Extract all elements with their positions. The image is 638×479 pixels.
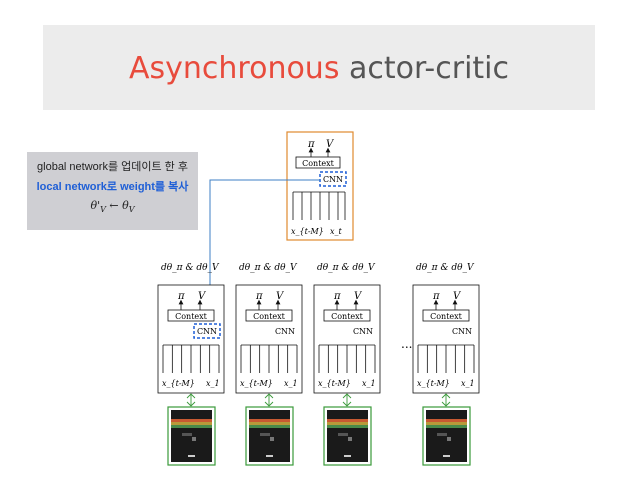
title-rest: actor-critic [349,51,509,86]
env-block [260,433,270,436]
worker-env-arrow-down [342,401,352,407]
env-block [338,433,348,436]
env-ball [348,437,352,441]
env-block [182,433,192,436]
worker-x-first: x_{t-M} [240,379,273,388]
global-network: π V Context CNN x_{t-M} x_t [286,131,354,241]
worker-v-label: V [276,291,285,302]
title-banner [43,25,595,110]
env-brick-row [249,419,290,422]
worker-frame [412,284,480,394]
worker-grad-label: dθ_π & dθ_V [317,263,376,273]
worker-grad-label: dθ_π & dθ_V [239,263,298,273]
worker-context-box [245,309,293,322]
worker-context-label: Context [331,312,364,321]
worker-context-box [167,309,215,322]
worker-v-label: V [198,291,207,302]
worker-env-arrow-down [441,401,451,407]
worker-x-last: x_1 [284,379,298,388]
env-brick-row [327,419,368,422]
env-brick-row [249,422,290,425]
env-paddle [266,455,273,457]
global-v-label: V [326,139,335,150]
worker-pi-label: π [255,291,263,302]
worker-v-label: V [354,291,363,302]
worker-env-arrow-up [441,393,451,399]
worker-cnn-label: CNN [197,327,217,336]
worker-frame [157,284,225,394]
worker-cnn-label: CNN [353,327,373,336]
worker-x-first: x_{t-M} [162,379,195,388]
worker-pi-label: π [432,291,440,302]
env-paddle [443,455,450,457]
env-block [437,433,447,436]
worker-pi-label: π [333,291,341,302]
note-box: global network를 업데이트 한 후 local network로 … [27,152,198,230]
worker-env-arrow-up [186,393,196,399]
env-ball [447,437,451,441]
note-line-3: θ'V ← θV [90,199,135,215]
env-brick-row [327,425,368,428]
worker-frame [235,284,303,394]
env-paddle [188,455,195,457]
worker-context-label: Context [175,312,208,321]
worker-cnn-label: CNN [275,327,295,336]
env-brick-row [249,425,290,428]
worker-context-box [422,309,470,322]
env-brick-row [327,422,368,425]
env-brick-row [426,422,467,425]
ellipsis: ... [401,337,412,351]
global-x-first: x_{t-M} [291,227,324,236]
note-line-1: global network를 업데이트 한 후 [37,161,188,173]
env-brick-row [171,419,212,422]
worker-v-label: V [453,291,462,302]
env-brick-row [426,419,467,422]
title-accent: Asynchronous [128,51,340,86]
worker-x-last: x_1 [362,379,376,388]
worker-env-arrow-up [342,393,352,399]
worker-x-first: x_{t-M} [417,379,450,388]
worker-env-arrow-down [264,401,274,407]
worker-cnn-highlight [193,323,221,339]
global-cnn-label: CNN [323,175,343,184]
worker-env-arrow-up [264,393,274,399]
worker-x-last: x_1 [461,379,475,388]
global-pi-label: π [307,139,315,150]
worker-x-last: x_1 [206,379,220,388]
worker-context-label: Context [253,312,286,321]
worker-grad-label: dθ_π & dθ_V [161,263,220,273]
worker-context-label: Context [430,312,463,321]
worker-pi-label: π [177,291,185,302]
worker-x-first: x_{t-M} [318,379,351,388]
env-brick-row [171,425,212,428]
global-x-last: x_t [330,227,343,236]
global-cnn-highlight [319,171,347,187]
global-context-label: Context [302,159,335,168]
env-brick-row [426,425,467,428]
worker-env-arrow-down [186,401,196,407]
worker-cnn-label: CNN [452,327,472,336]
worker-context-box [323,309,371,322]
slide-title: Asynchronous actor-critic [0,49,638,89]
worker-frame [313,284,381,394]
note-line-2: local network로 weight를 복사 [36,181,189,193]
env-ball [270,437,274,441]
worker-grad-label: dθ_π & dθ_V [416,263,475,273]
env-paddle [344,455,351,457]
env-brick-row [171,422,212,425]
env-ball [192,437,196,441]
global-context-box [295,156,341,169]
